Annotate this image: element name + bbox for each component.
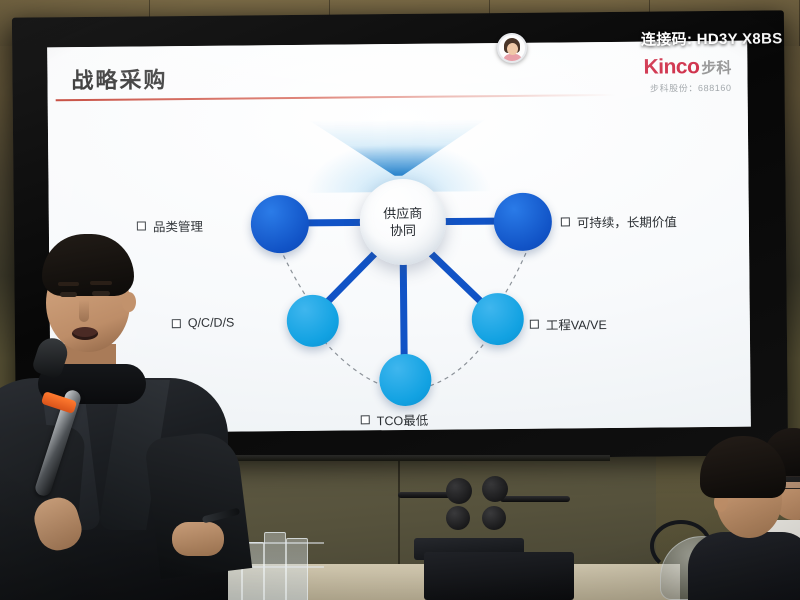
label-engineering-va-ve: 工程VA/VE: [529, 314, 607, 334]
node-sustainable-value[interactable]: [493, 192, 553, 252]
square-bullet-icon: [560, 217, 570, 227]
label-text: 工程VA/VE: [545, 318, 607, 333]
cabinet-knob: [482, 506, 506, 530]
square-bullet-icon: [529, 319, 539, 329]
presenter-eye: [92, 291, 110, 296]
center-label-line2: 协同: [389, 222, 417, 239]
brand-stock-line: 步科股份：688160: [649, 82, 732, 94]
cabinet-knob: [482, 476, 508, 502]
label-text: 可持续，长期价值: [576, 215, 677, 231]
arc-lowerright-to-right: [501, 245, 530, 300]
presenter-ear: [122, 292, 136, 312]
node-qcds[interactable]: [286, 294, 340, 348]
cabinet-knob: [446, 506, 470, 530]
presenter-nose: [79, 300, 89, 322]
arc-left-to-lowerleft: [279, 247, 309, 300]
spoke-bottom: [399, 256, 408, 364]
presenter-right-arm: [143, 428, 253, 580]
presenter-eye: [60, 292, 77, 297]
node-lowest-tco[interactable]: [379, 353, 432, 407]
cabinet-handle: [398, 492, 466, 498]
node-engineering-va-ve[interactable]: [471, 292, 525, 346]
label-text: TCO最低: [376, 413, 429, 429]
avatar-face: [506, 42, 519, 56]
presenter-mouth: [72, 327, 98, 340]
audience-body: [688, 532, 800, 600]
presenter-eyebrow: [90, 281, 112, 285]
square-bullet-icon: [360, 415, 370, 425]
equipment-box: [424, 552, 574, 600]
label-lowest-tco: TCO最低: [360, 410, 429, 430]
presenter: [0, 228, 253, 600]
node-category-management[interactable]: [250, 194, 310, 254]
label-sustainable-value: 可持续，长期价值: [560, 211, 677, 231]
node-center-supplier-collaboration[interactable]: 供应商 协同: [359, 178, 447, 266]
cabinet-handle: [500, 496, 570, 502]
page-title: 战略采购: [71, 67, 168, 94]
brand-name-latin: Kinco: [643, 55, 700, 79]
presenter-right-hand: [172, 522, 224, 556]
center-label-line1: 供应商: [383, 205, 423, 222]
presenter-webcam-avatar[interactable]: [496, 32, 528, 64]
cabinet-knob: [446, 478, 472, 504]
spoke-lower-right: [427, 250, 490, 310]
audience-hair: [700, 436, 786, 498]
presenter-hair: [42, 234, 134, 296]
cabinet-door-split: [398, 452, 400, 564]
connection-code: 连接码: HD3Y X8BS: [640, 30, 783, 49]
brand-name-cn: 步科: [701, 59, 732, 78]
television-stand-bar: [180, 455, 610, 461]
audience-member-front: [688, 436, 800, 600]
presenter-eyebrow: [58, 282, 79, 286]
